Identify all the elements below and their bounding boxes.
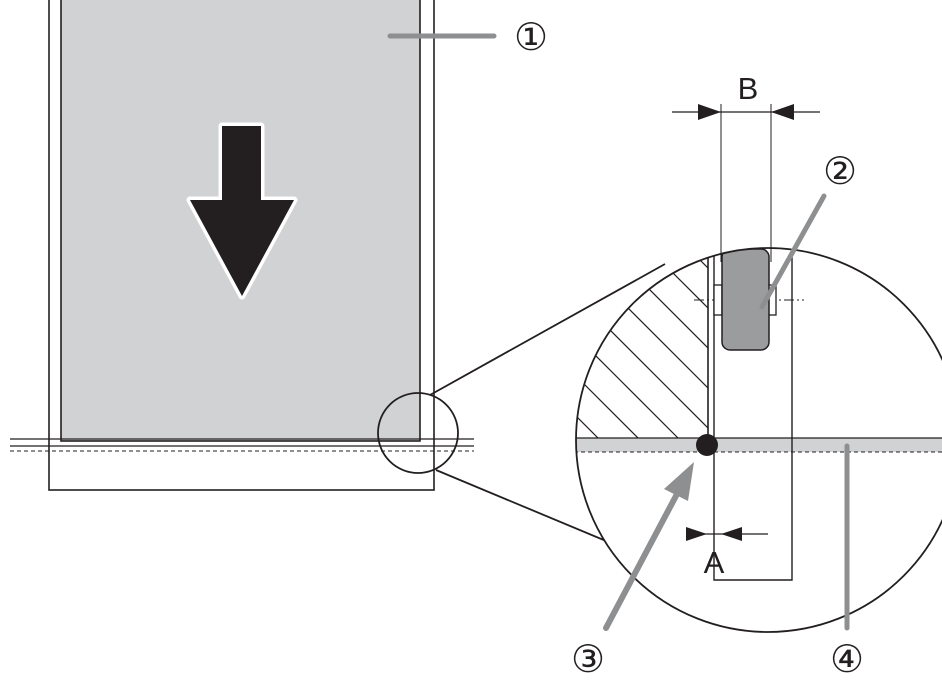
cutter-block [721, 248, 770, 351]
cutting-guide-strip [576, 438, 942, 452]
dimension-a [686, 527, 768, 541]
callout-4: ④ [830, 637, 864, 681]
callout-1: ① [514, 15, 548, 59]
dimension-a-label: A [704, 545, 725, 580]
leader-3 [603, 462, 694, 631]
callout-3: ③ [571, 637, 605, 681]
zoom-source-circle [377, 392, 459, 474]
dimension-b-label: B [738, 71, 759, 106]
zoom-detail [575, 247, 942, 633]
carriage-outline [713, 248, 793, 581]
down-arrow-icon [186, 122, 298, 300]
callout-2: ② [823, 149, 857, 193]
dimension-b [672, 104, 820, 262]
cutting-point-dot [696, 434, 718, 456]
sheet-outer-frame [48, 0, 435, 491]
main-view [10, 0, 474, 491]
cutter-tab-left [713, 284, 723, 316]
zoom-connector-top [429, 263, 666, 396]
leader-2 [759, 193, 827, 310]
